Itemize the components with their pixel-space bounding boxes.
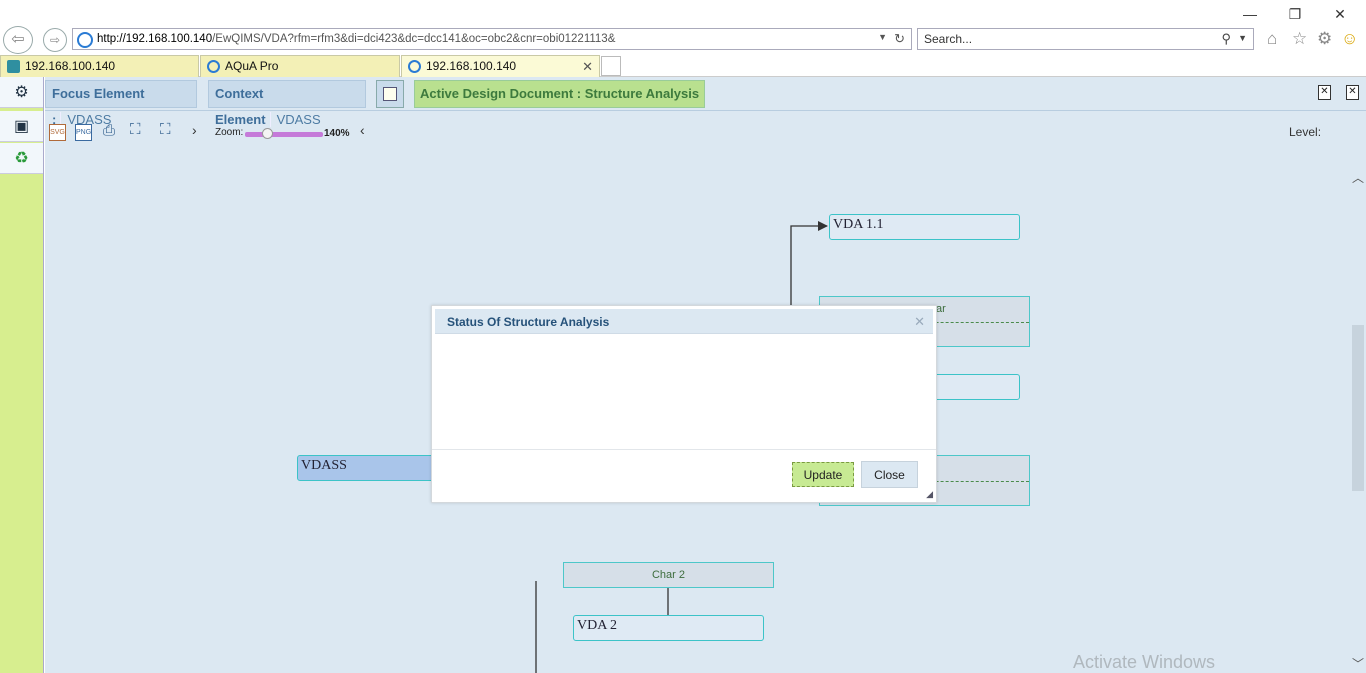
fullscreen-icon[interactable]: ⛶ [130,121,141,138]
node-label: VDA 2 [577,618,618,633]
focus-element-value: VDASS [60,112,112,127]
back-button[interactable]: ⇦ [3,26,33,54]
node-label: Char 2 [651,569,686,581]
scrollbar-thumb[interactable] [1352,325,1364,491]
dialog-title: Status Of Structure Analysis [447,315,610,329]
collapse-left-icon[interactable]: ‹ [360,122,365,138]
address-bar[interactable]: http://192.168.100.140/EwQIMS/VDA?rfm=rf… [72,28,912,50]
focus-element-label: Focus Element : [52,86,145,127]
export-png-button[interactable]: PNG [75,124,92,141]
tab-1[interactable]: 192.168.100.140 [0,55,199,77]
node-vdass[interactable]: VDASS [297,455,457,481]
address-url: http://192.168.100.140/EwQIMS/VDA?rfm=rf… [97,33,615,45]
zoom-label: Zoom: [215,127,244,138]
search-dropdown-icon[interactable]: ▼ [1238,33,1247,43]
tab-label: 192.168.100.140 [25,59,116,73]
context-element-value: VDASS [269,112,321,127]
active-design-document[interactable]: Active Design Document : Structure Analy… [414,80,706,108]
minimize-button[interactable]: — [1243,6,1257,22]
ie-icon [77,32,93,48]
connector-to-vda2 [535,581,537,673]
search-icon[interactable]: ⚲ [1221,31,1231,46]
expand-right-icon[interactable]: › [192,122,197,138]
app-favicon-icon [7,60,20,73]
node-vda-2[interactable]: VDA 2 [573,615,764,641]
char-node-char-2[interactable]: Char 2 [563,562,774,588]
zoom-slider-handle[interactable] [262,128,274,139]
new-tab-button[interactable] [601,56,621,76]
dialog-footer: Update Close ◢ [432,449,936,502]
recycle-icon: ♻ [14,150,29,167]
monitor-icon: ▣ [13,118,30,135]
home-icon[interactable]: ⌂ [1267,29,1278,48]
close-button[interactable]: Close [861,461,918,488]
zoom-value: 140% [324,128,350,139]
ie-favicon-icon [408,60,421,73]
sidebar-monitor-button[interactable]: ▣ [0,111,43,142]
context-element-label: Context Element [215,86,266,127]
document-edit-icon [383,87,397,101]
diagram-toolbar: SVG PNG ⎙ ⛶ ⛶ › Zoom: 140% ‹ Level: [45,117,1366,147]
zoom-slider-track[interactable] [245,132,323,137]
print-icon[interactable]: ⎙ [103,122,116,139]
fit-to-screen-icon[interactable]: ⛶ [160,121,171,138]
close-panel-icon[interactable]: ✕ [1318,85,1331,100]
focus-element[interactable]: Focus Element :VDASS [45,80,197,127]
level-label: Level: [1289,125,1322,139]
favorites-star-icon[interactable]: ☆ [1292,29,1308,48]
node-label: VDASS [301,458,347,473]
tab-2[interactable]: AQuA Pro [200,55,400,77]
sidebar-settings-button[interactable]: ⚙ [0,77,43,108]
scroll-up-icon[interactable]: ︿ [1352,171,1365,185]
node-vda-1-1[interactable]: VDA 1.1 [829,214,1020,240]
activate-windows-watermark: Activate Windows [1073,652,1216,672]
close-window-button[interactable]: ✕ [1334,6,1346,22]
char-node-top-label: ar [936,303,946,315]
address-host: http://192.168.100.140 [97,33,213,45]
gear-icon: ⚙ [14,84,29,101]
scroll-down-icon[interactable]: ﹀ [1352,657,1365,671]
app-sidebar: ⚙ ▣ ♻ [0,77,44,673]
search-box[interactable]: ⚲ ▼ [917,28,1254,50]
tab-3-active[interactable]: 192.168.100.140 ✕ [401,55,600,77]
dialog-body [432,335,936,449]
address-dropdown-icon[interactable]: ▼ [878,32,887,42]
settings-gear-icon[interactable]: ⚙ [1317,29,1333,48]
refresh-icon[interactable]: ↻ [894,31,905,46]
node-label: VDA 1.1 [833,217,884,232]
search-input[interactable] [924,32,1204,46]
browser-tab-strip: 192.168.100.140 AQuA Pro 192.168.100.140… [0,55,1366,77]
forward-button[interactable]: ⇨ [43,28,67,52]
resize-grip-icon[interactable]: ◢ [926,489,933,499]
export-svg-button[interactable]: SVG [49,124,66,141]
status-dialog: Status Of Structure Analysis ✕ Update Cl… [431,305,937,503]
vertical-scrollbar[interactable]: ︿ ﹀ [1349,155,1366,673]
tab-label: AQuA Pro [225,59,279,73]
restore-button[interactable]: ❐ [1288,6,1302,22]
update-button[interactable]: Update [792,462,854,487]
tab-close-icon[interactable]: ✕ [582,59,593,74]
close-all-icon[interactable]: ✕ [1346,85,1359,100]
sidebar-recycle-button[interactable]: ♻ [0,143,43,174]
design-document-button[interactable] [376,80,404,108]
dialog-header[interactable]: Status Of Structure Analysis ✕ [435,309,933,334]
tab-label: 192.168.100.140 [426,59,517,73]
browser-navbar: ⇦ ⇨ http://192.168.100.140/EwQIMS/VDA?rf… [0,26,1366,54]
address-path: /EwQIMS/VDA?rfm=rfm3&di=dci423&dc=dcc141… [212,33,616,45]
dialog-close-icon[interactable]: ✕ [914,314,925,329]
browser-titlebar: — ❐ ✕ [0,0,1366,28]
ie-favicon-icon [207,60,220,73]
smiley-feedback-icon[interactable]: ☺ [1341,29,1359,48]
